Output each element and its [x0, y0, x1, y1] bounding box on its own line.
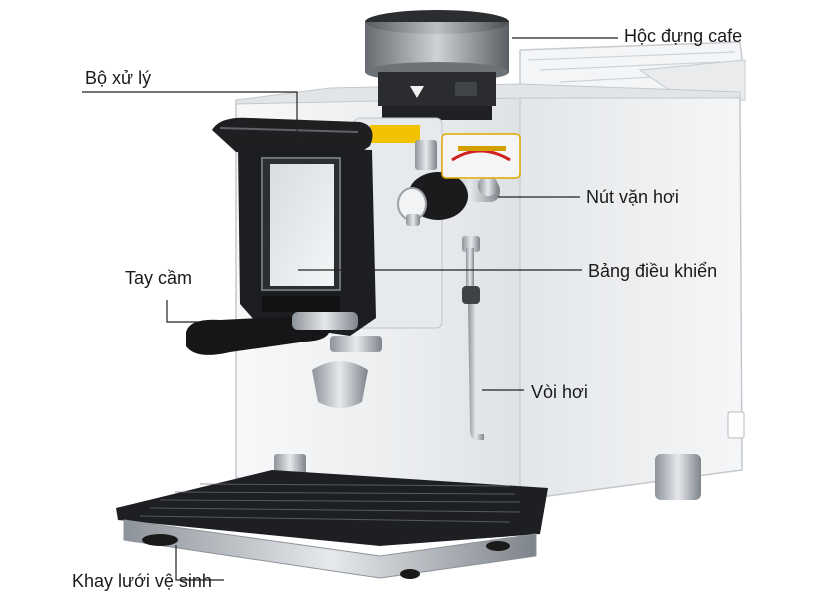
steam-wand [462, 236, 484, 440]
leader-drip-tray [175, 545, 224, 581]
label-steam-wand: Vòi hơi [531, 382, 588, 402]
coffee-hopper [365, 10, 509, 120]
warning-sticker [441, 133, 521, 179]
leader-handle [166, 300, 200, 323]
brew-group [353, 117, 443, 329]
label-handle: Tay cầm [125, 268, 193, 288]
label-processor: Bộ xử lý [85, 68, 152, 88]
label-drip-tray: Khay lưới vệ sinh [72, 571, 212, 591]
steam-knob [397, 172, 500, 226]
label-control-panel: Bảng điều khiển [588, 261, 718, 281]
control-panel [238, 146, 376, 336]
cup-warmer-rail [519, 41, 746, 105]
drip-tray [116, 470, 548, 579]
portafilter [186, 312, 382, 408]
label-coffee-hopper: Hộc đựng cafe [624, 26, 743, 46]
leader-processor [82, 91, 298, 138]
leader-lines [82, 37, 618, 581]
label-steam-knob: Nút vặn hơi [586, 187, 679, 207]
